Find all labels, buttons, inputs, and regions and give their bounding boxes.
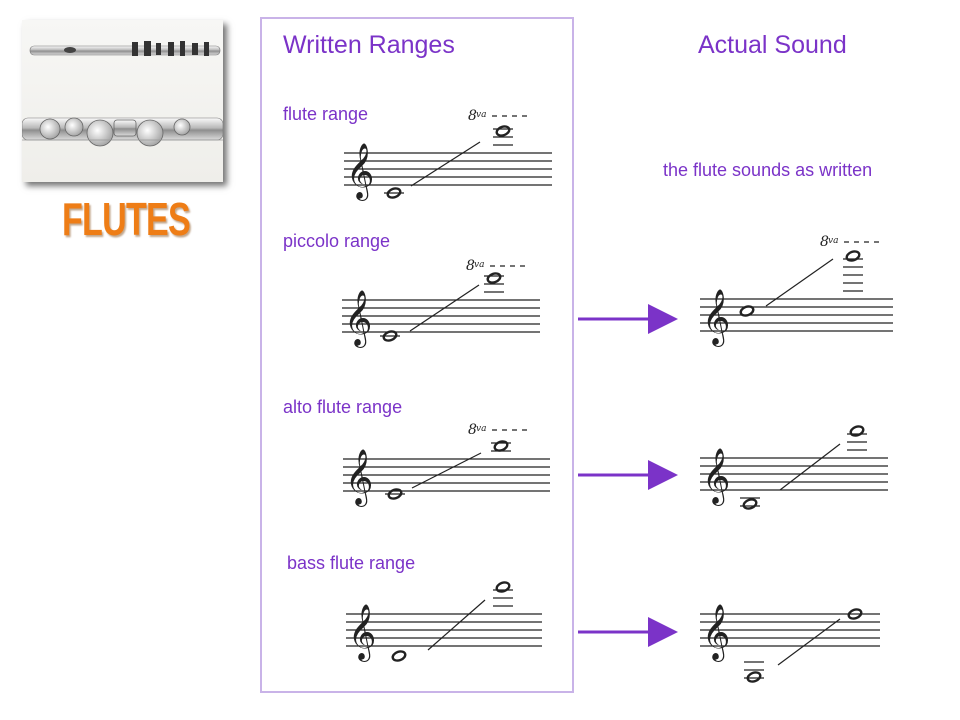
alto-range-line <box>411 452 482 489</box>
piccolo-range-label: piccolo range <box>283 231 391 251</box>
treble-clef-icon: 𝄞 <box>348 604 376 662</box>
alto-low-note <box>385 488 405 500</box>
flute-range-label: flute range <box>283 104 369 124</box>
bass-high-note <box>493 581 513 607</box>
bass-low-note <box>391 650 407 662</box>
flute-low-note <box>384 187 404 199</box>
bass-actual-staff: 𝄞 <box>700 604 880 662</box>
piccolo-low-note <box>380 330 400 342</box>
alto-range-line-actual <box>779 443 841 491</box>
bass-range-line <box>427 599 486 651</box>
flute-sounds-note: the flute sounds as written <box>663 160 873 180</box>
bass-flute-range-label: bass flute range <box>287 553 416 573</box>
svg-text:va: va <box>476 110 486 120</box>
alto-actual-low-note <box>740 497 760 510</box>
piccolo-ottava: 8 <box>466 258 475 274</box>
flute-high-note <box>493 125 513 146</box>
piccolo-actual-range-line <box>765 258 834 307</box>
bass-actual-low-note <box>744 661 764 683</box>
flute-photo <box>22 20 223 182</box>
actual-sound-heading: Actual Sound <box>698 31 847 59</box>
treble-clef-icon: 𝄞 <box>702 289 730 347</box>
piccolo-written-staff: 𝄞 <box>342 290 540 348</box>
bass-actual-high-note <box>847 608 863 620</box>
alto-ottava: 8 <box>468 422 477 438</box>
treble-clef-icon: 𝄞 <box>346 143 374 201</box>
alto-actual-staff: 𝄞 <box>700 448 888 506</box>
written-ranges-heading: Written Ranges <box>283 31 455 59</box>
alto-high-note <box>491 440 511 452</box>
svg-text:va: va <box>476 424 486 434</box>
piccolo-actual-high-note <box>843 250 863 292</box>
alto-written-staff: 𝄞 <box>343 449 550 507</box>
treble-clef-icon: 𝄞 <box>344 290 372 348</box>
piccolo-actual-low-note <box>739 305 755 317</box>
treble-clef-icon: 𝄞 <box>702 448 730 506</box>
piccolo-actual-staff: 𝄞 <box>700 289 893 347</box>
svg-text:va: va <box>474 260 484 270</box>
bass-written-staff: 𝄞 <box>346 604 542 662</box>
piccolo-range-line <box>409 284 480 332</box>
treble-clef-icon: 𝄞 <box>345 449 373 507</box>
written-ranges-panel <box>260 17 574 693</box>
brand-title: FLUTES <box>62 193 191 245</box>
flute-ottava: 8 <box>468 108 477 124</box>
piccolo-high-note <box>484 272 504 293</box>
treble-clef-icon: 𝄞 <box>702 604 730 662</box>
alto-actual-high-note <box>847 425 867 451</box>
bass-range-line-actual <box>777 618 841 666</box>
flute-written-staff: 𝄞 <box>344 143 552 201</box>
alto-flute-range-label: alto flute range <box>283 397 403 417</box>
piccolo-actual-ottava: 8 <box>820 234 829 250</box>
svg-text:va: va <box>828 236 838 246</box>
flute-range-line <box>410 141 481 187</box>
